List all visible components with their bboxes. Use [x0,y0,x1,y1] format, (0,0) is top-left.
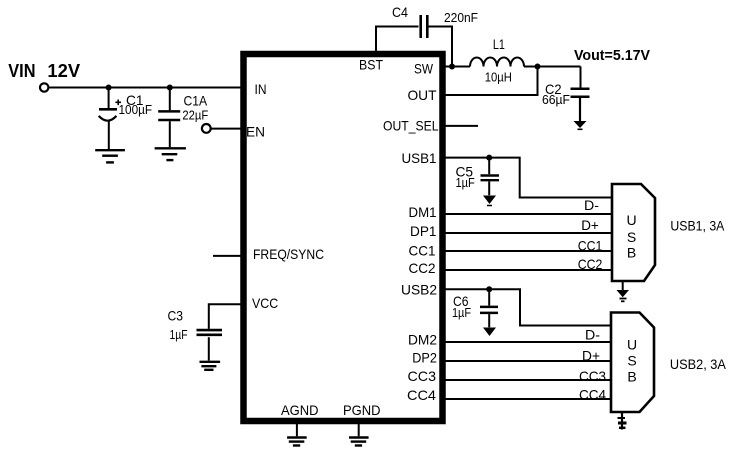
svg-text:L1: L1 [493,36,505,52]
svg-text:C4: C4 [392,4,408,20]
svg-text:AGND: AGND [281,402,319,418]
svg-text:DP1: DP1 [410,223,437,239]
svg-text:66µF: 66µF [542,93,570,107]
svg-text:C2: C2 [545,81,562,97]
svg-text:USB1: USB1 [402,150,437,166]
svg-text:CC4: CC4 [579,387,606,403]
svg-text:S: S [627,353,636,369]
svg-text:U: U [627,337,637,353]
svg-text:22µF: 22µF [182,109,208,123]
svg-text:B: B [627,245,636,261]
svg-text:10µH: 10µH [485,71,512,85]
svg-text:C1: C1 [126,92,144,108]
svg-text:DM2: DM2 [408,332,437,348]
svg-text:DM1: DM1 [409,204,437,220]
svg-text:C1A: C1A [184,93,208,109]
svg-text:USB2, 3A: USB2, 3A [670,356,727,372]
svg-text:D+: D+ [582,348,600,364]
svg-text:12V: 12V [47,61,80,81]
svg-text:S: S [627,229,636,245]
svg-text:USB1, 3A: USB1, 3A [670,217,725,233]
svg-text:100µF: 100µF [119,103,153,117]
svg-text:B: B [627,368,636,384]
svg-text:1µF: 1µF [170,328,188,342]
svg-text:D+: D+ [581,217,599,233]
svg-text:U: U [626,212,636,228]
svg-text:VIN: VIN [8,61,35,81]
svg-text:PGND: PGND [343,402,381,418]
svg-text:FREQ/SYNC: FREQ/SYNC [253,246,324,262]
svg-text:CC3: CC3 [408,368,437,384]
svg-text:CC2: CC2 [578,256,603,272]
svg-text:OUT: OUT [408,87,437,103]
svg-text:C3: C3 [168,308,184,324]
svg-text:CC1: CC1 [409,243,436,259]
svg-text:CC2: CC2 [409,260,436,276]
svg-text:VCC: VCC [252,295,278,311]
svg-text:1µF: 1µF [456,176,476,190]
svg-text:CC1: CC1 [578,237,603,253]
svg-text:IN: IN [255,81,267,97]
svg-text:OUT_SEL: OUT_SEL [383,118,439,134]
svg-text:EN: EN [246,124,265,140]
svg-text:1µF: 1µF [452,306,471,320]
svg-text:DP2: DP2 [412,350,437,366]
svg-text:Vout=5.17V: Vout=5.17V [574,47,650,64]
svg-text:C5: C5 [456,164,474,180]
svg-text:BST: BST [359,57,383,73]
svg-text:D-: D- [585,327,600,343]
svg-text:C6: C6 [453,293,469,309]
svg-text:CC3: CC3 [579,368,606,384]
svg-text:CC4: CC4 [407,387,436,403]
svg-text:220nF: 220nF [444,11,478,25]
svg-text:D-: D- [584,197,599,213]
svg-text:SW: SW [414,61,434,77]
svg-text:USB2: USB2 [401,282,437,298]
